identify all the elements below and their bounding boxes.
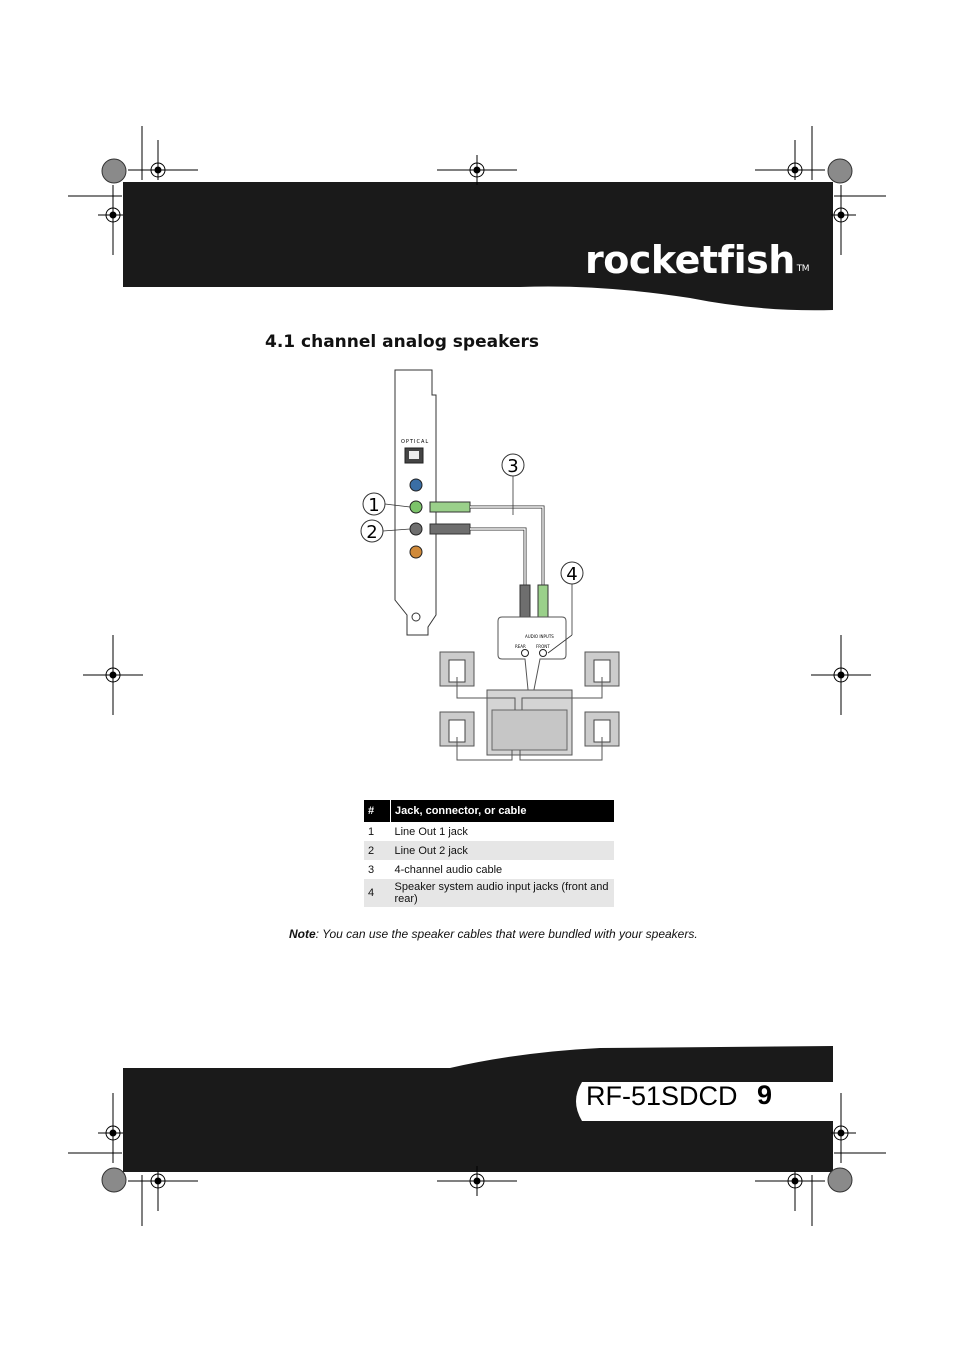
hub-label-rear: REAR	[515, 644, 526, 649]
footer-band	[123, 1046, 833, 1172]
row-number: 2	[364, 841, 391, 860]
plug-gray-hub	[519, 584, 531, 618]
jack-blue	[409, 478, 423, 492]
callout-2: 2	[366, 522, 377, 543]
table-row: 4 Speaker system audio input jacks (fron…	[364, 879, 614, 907]
table-row: 3 4-channel audio cable	[364, 860, 614, 879]
note-body: : You can use the speaker cables that we…	[315, 927, 698, 941]
registration-marks	[83, 140, 871, 1211]
logo-trademark: TM	[796, 264, 810, 274]
connection-diagram: OPTICAL AUDIO INPUTS REAR FRONT 1 2 3	[360, 369, 620, 761]
row-description: 4-channel audio cable	[394, 863, 503, 876]
header-band	[123, 182, 833, 311]
note-label: Note	[289, 927, 316, 941]
note-text: Note: You can use the speaker cables tha…	[289, 927, 698, 941]
hub-label-front: FRONT	[536, 644, 550, 649]
cable-green	[470, 505, 545, 585]
section-title: 4.1 channel analog speakers	[265, 332, 539, 352]
table-row: 1 Line Out 1 jack	[364, 822, 614, 841]
page-number: 9	[757, 1080, 773, 1110]
row-description: Speaker system audio input jacks (front …	[390, 879, 614, 907]
row-number: 1	[368, 825, 375, 838]
callout-3: 3	[507, 456, 518, 477]
hub-callout	[497, 616, 567, 711]
hub-label-top: AUDIO INPUTS	[525, 634, 554, 639]
parts-table: # Jack, connector, or cable 1 Line Out 1…	[364, 800, 614, 907]
row-description: Line Out 1 jack	[394, 825, 468, 838]
jack-orange	[409, 545, 423, 559]
cable-gray	[470, 527, 527, 585]
optical-label: OPTICAL	[401, 439, 429, 445]
callout-1: 1	[368, 495, 379, 516]
jack-green	[409, 500, 423, 514]
callout-4: 4	[566, 564, 577, 585]
column-header-number: #	[364, 800, 391, 822]
starburst-marks	[101, 158, 853, 1193]
speaker-front-right	[584, 651, 620, 687]
plug-green-hub	[537, 584, 549, 618]
row-number: 3	[368, 863, 375, 876]
table-row: 2 Line Out 2 jack	[364, 841, 614, 860]
footer-title-pill	[576, 1082, 833, 1121]
column-header-description: Jack, connector, or cable	[390, 800, 614, 822]
speaker-front-left	[439, 651, 475, 687]
row-description: Line Out 2 jack	[390, 841, 614, 860]
row-number: 4	[364, 879, 391, 907]
plug-green-card	[429, 501, 471, 513]
plug-gray-card	[429, 523, 471, 535]
footer-model: RF-51SDCD	[586, 1081, 738, 1111]
logo-text: rocketfish	[585, 238, 795, 282]
table-header-row: # Jack, connector, or cable	[364, 800, 614, 822]
jack-gray	[409, 522, 423, 536]
